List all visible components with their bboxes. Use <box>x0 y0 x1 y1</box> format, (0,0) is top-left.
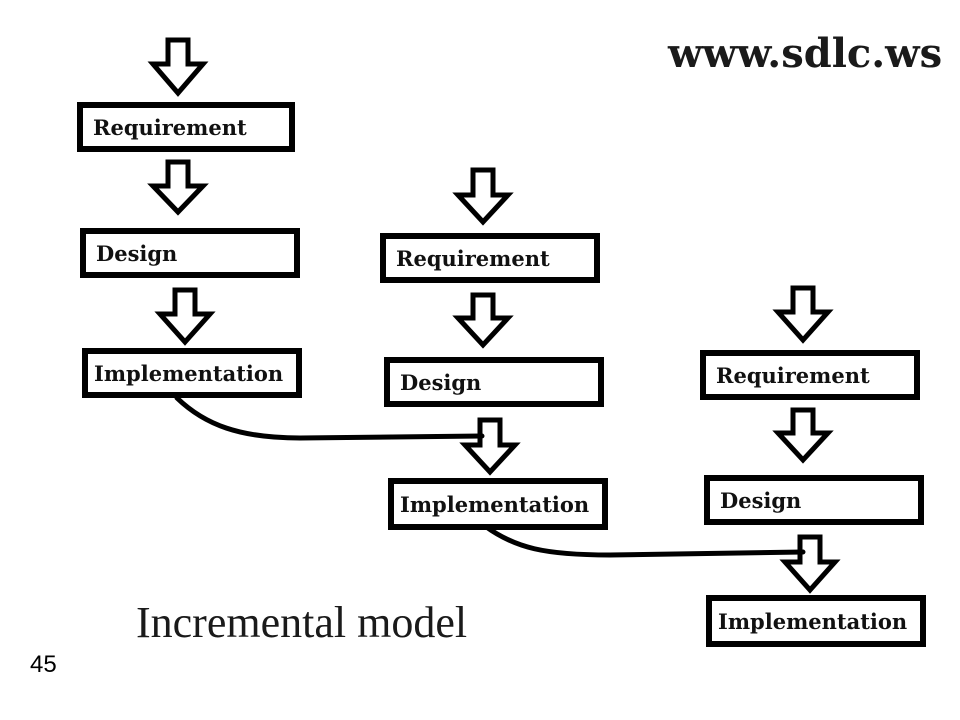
increment-3-implementation-label: Implementation <box>718 608 908 634</box>
down-arrow-icon <box>772 407 834 464</box>
increment-1-design-box: Design <box>80 228 300 278</box>
increment-1-design-label: Design <box>96 240 178 266</box>
increment-2-design-box: Design <box>384 357 604 407</box>
increment-2-design-label: Design <box>400 369 482 395</box>
connector-curve <box>174 395 485 441</box>
down-arrow-icon <box>147 159 209 216</box>
increment-2-implementation-box: Implementation <box>388 478 608 530</box>
increment-3-implementation-box: Implementation <box>706 595 926 647</box>
increment-3-requirement-box: Requirement <box>700 350 920 400</box>
increment-1-implementation-box: Implementation <box>82 348 302 398</box>
down-arrow-icon <box>154 287 216 346</box>
increment-2-implementation-label: Implementation <box>400 491 590 517</box>
down-arrow-icon <box>772 285 834 344</box>
increment-1-requirement-box: Requirement <box>77 102 295 152</box>
increment-1-requirement-label: Requirement <box>93 114 247 140</box>
slide-number: 45 <box>30 651 57 674</box>
down-arrow-icon <box>779 534 841 594</box>
down-arrow-icon <box>452 167 514 226</box>
down-arrow-icon <box>459 417 521 476</box>
increment-3-design-box: Design <box>704 475 924 525</box>
increment-3-requirement-label: Requirement <box>716 362 870 388</box>
down-arrow-icon <box>452 292 514 349</box>
down-arrow-icon <box>147 37 209 97</box>
connector-curve <box>482 523 806 558</box>
increment-1-implementation-label: Implementation <box>94 360 284 386</box>
increment-2-requirement-label: Requirement <box>396 245 550 271</box>
increment-2-requirement-box: Requirement <box>380 233 600 283</box>
increment-3-design-label: Design <box>720 487 802 513</box>
site-url: www.sdlc.ws <box>668 30 943 77</box>
diagram-title: Incremental model <box>136 598 468 647</box>
